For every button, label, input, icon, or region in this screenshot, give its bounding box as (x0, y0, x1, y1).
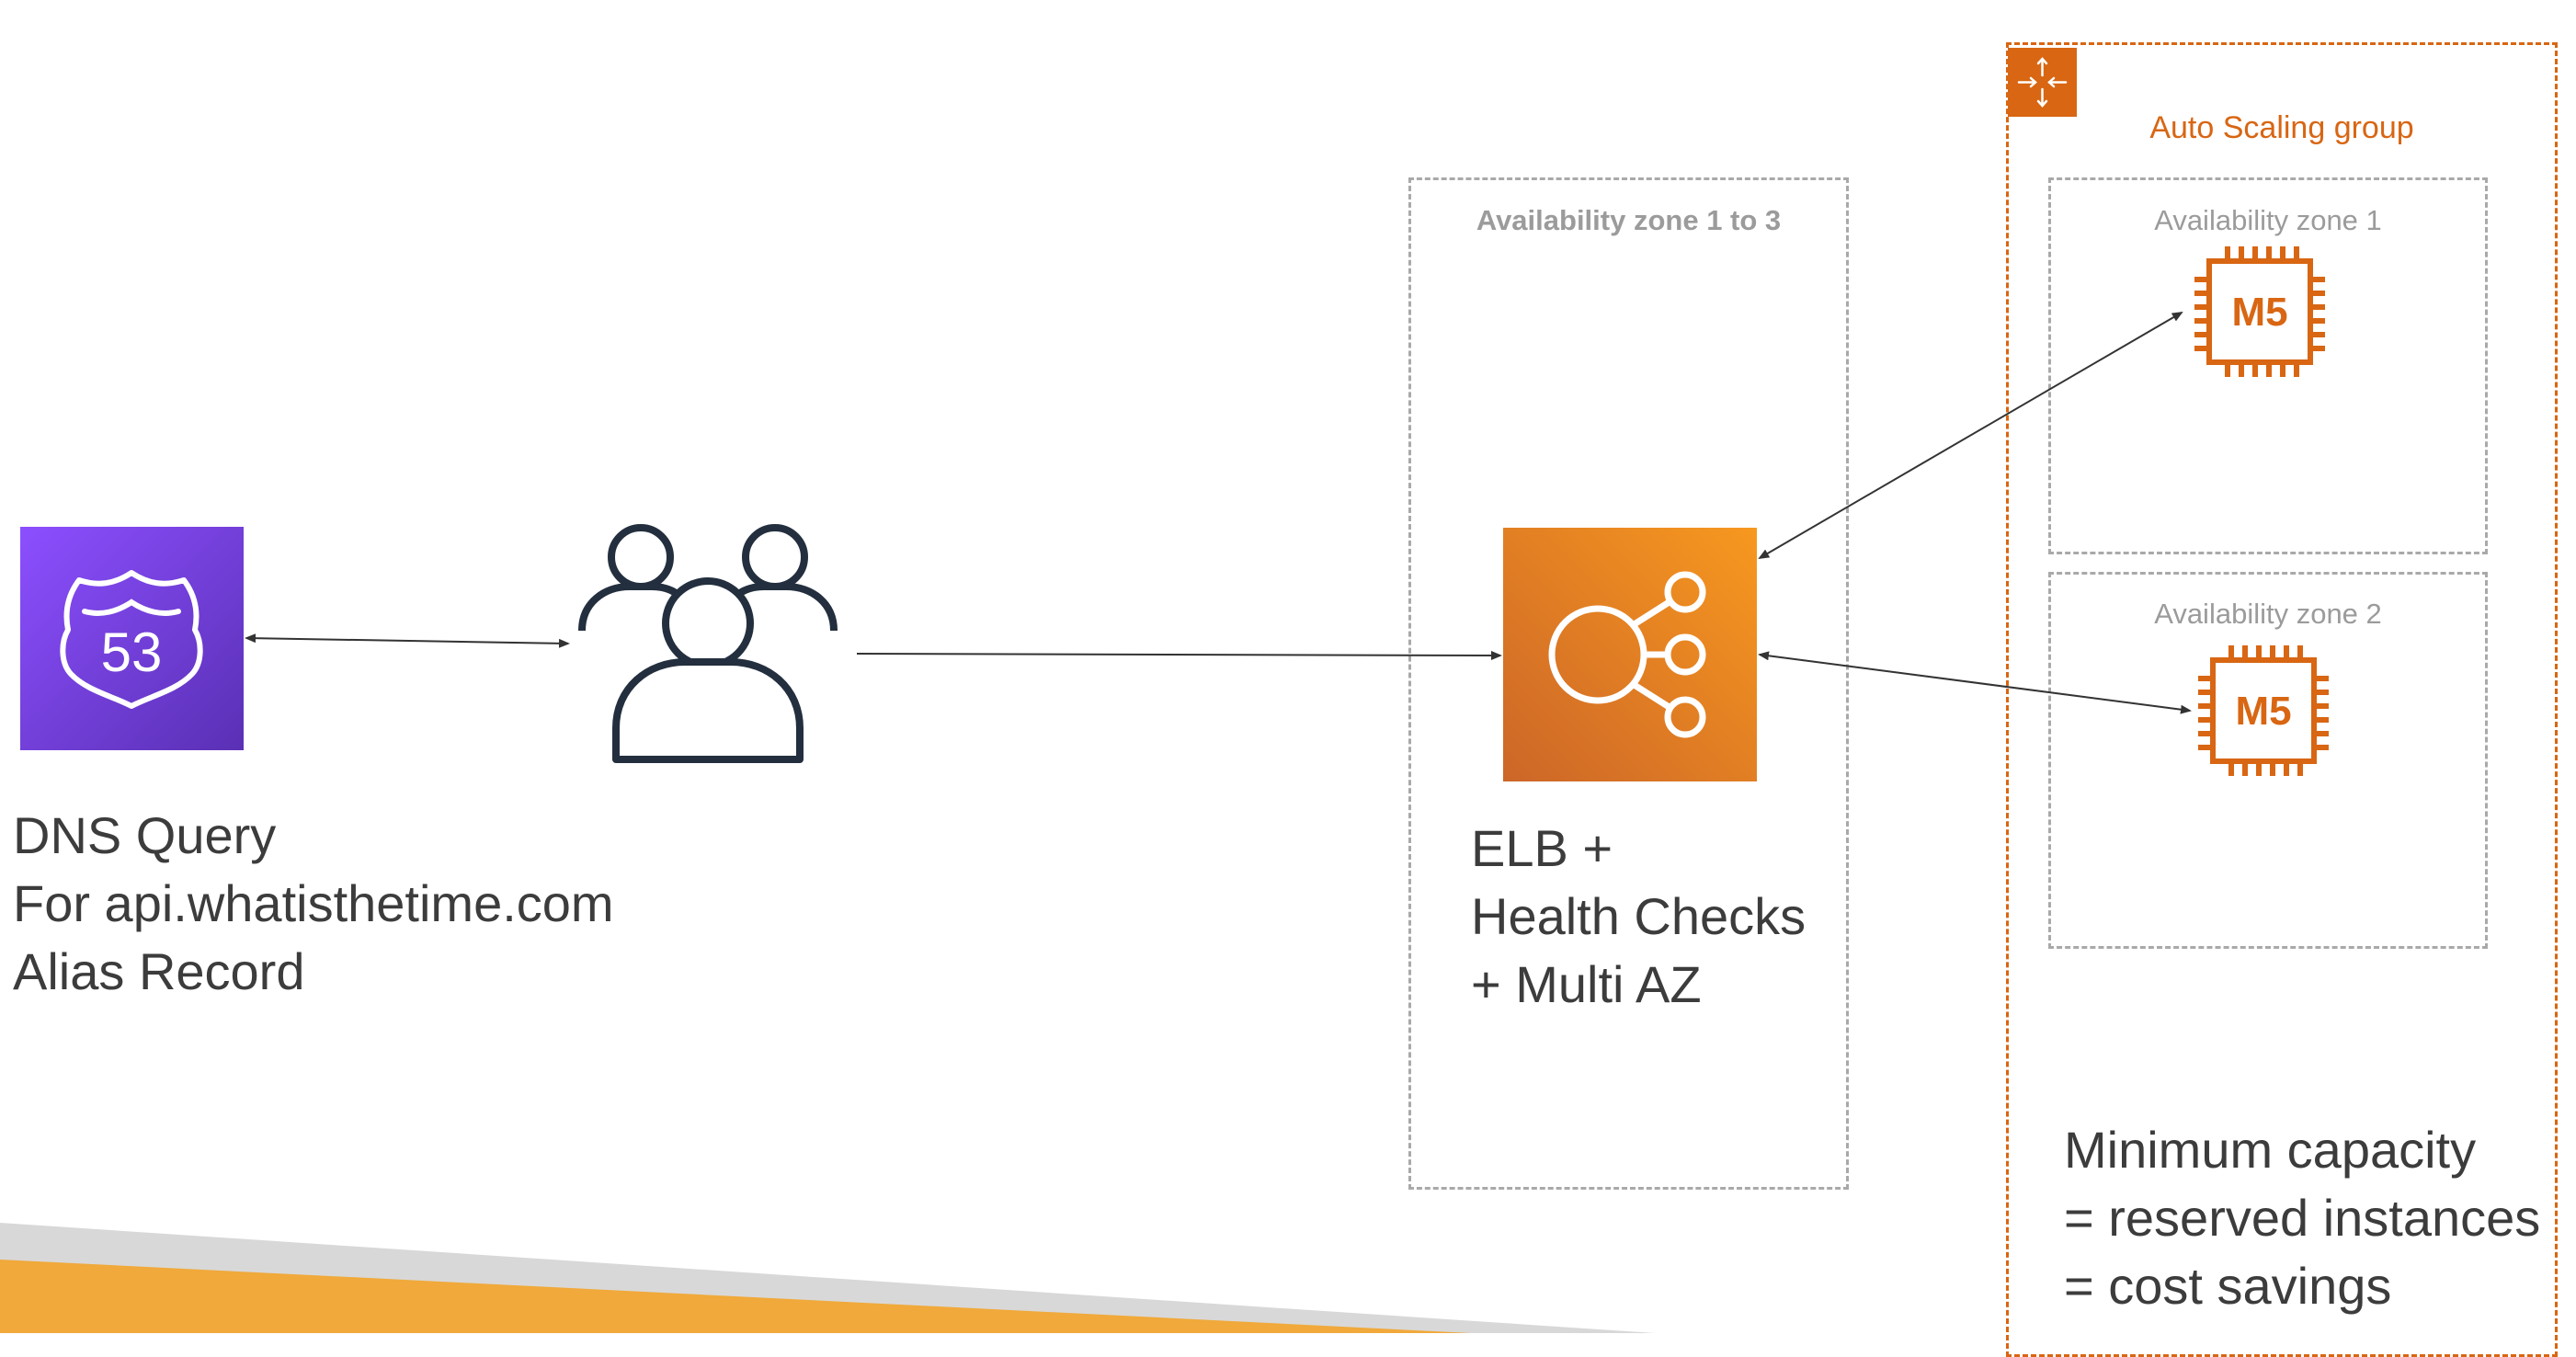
ec2-instance-1-icon: M5 (2194, 246, 2325, 377)
asg-note-1: Minimum capacity (2064, 1121, 2477, 1179)
instance-2-label: M5 (2235, 689, 2291, 734)
dns-line-2: For api.whatisthetime.com (13, 874, 614, 932)
elb-description: ELB + Health Checks + Multi AZ (1471, 815, 1806, 1019)
dns-description: DNS Query For api.whatisthetime.com Alia… (13, 802, 614, 1006)
zone-2-label: Availability zone 2 (2154, 598, 2382, 630)
users-group-icon (578, 524, 838, 763)
asg-note-3: = cost savings (2064, 1257, 2392, 1315)
route53-number: 53 (101, 621, 163, 683)
availability-zone-2 (2048, 572, 2488, 949)
load-balancer-icon (1503, 528, 1757, 781)
route53-shield-icon: 53 (20, 527, 244, 750)
asg-note-2: = reserved instances (2064, 1189, 2541, 1247)
elb-line-1: ELB + (1471, 819, 1613, 877)
auto-scaling-icon (2008, 48, 2077, 117)
route53-icon-tile: 53 (20, 527, 244, 750)
asg-label: Auto Scaling group (2149, 110, 2414, 145)
instance-1-label: M5 (2231, 290, 2287, 335)
asg-notes: Minimum capacity = reserved instances = … (2064, 1116, 2540, 1320)
zone-1-label: Availability zone 1 (2154, 204, 2382, 236)
elb-line-3: + Multi AZ (1471, 955, 1702, 1013)
dns-line-3: Alias Record (13, 942, 305, 1000)
elb-line-2: Health Checks (1471, 887, 1807, 945)
ec2-instance-2-icon: M5 (2198, 645, 2329, 776)
elb-zone-label: Availability zone 1 to 3 (1476, 204, 1782, 236)
dns-line-1: DNS Query (13, 806, 277, 864)
